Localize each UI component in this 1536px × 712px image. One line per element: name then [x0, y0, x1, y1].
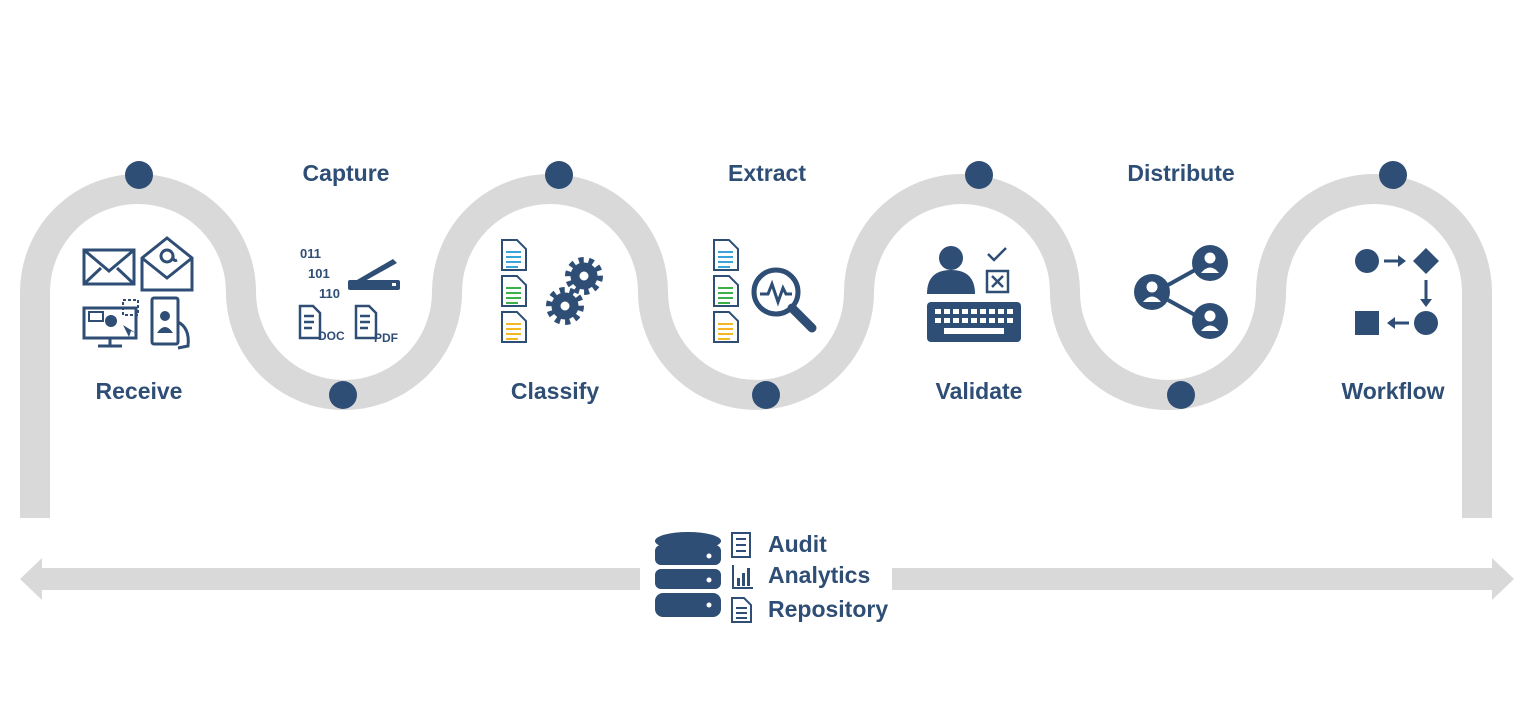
validate-icon — [927, 246, 1021, 342]
start-node-icon — [1355, 249, 1379, 273]
email-icon — [140, 236, 194, 292]
scanner-icon — [348, 259, 400, 290]
phone-user-icon — [150, 296, 190, 350]
classify-icon — [501, 239, 603, 343]
user-circle-icon — [1134, 274, 1170, 310]
distribute-icon — [1134, 245, 1228, 339]
repository-block: Audit Analytics Repository — [655, 531, 888, 623]
end-node-icon — [1414, 311, 1438, 335]
process-track — [20, 174, 1492, 518]
stage-label-validate: Validate — [936, 378, 1023, 404]
document-stack-icon — [501, 239, 527, 343]
checklist-icon — [731, 532, 751, 558]
repository-arrow — [20, 558, 1514, 600]
milestone-dot — [1167, 381, 1195, 409]
milestone-dot — [125, 161, 153, 189]
milestone-dot — [1379, 161, 1407, 189]
pdf-tag: PDF — [374, 331, 398, 345]
envelope-icon — [82, 248, 136, 286]
milestone-dot — [329, 381, 357, 409]
milestone-dot — [545, 161, 573, 189]
repository-label-repository: Repository — [768, 596, 888, 622]
doc-file-icon — [298, 304, 322, 340]
milestone-dots — [125, 161, 1407, 409]
receive-icon — [82, 236, 194, 350]
check-icon — [987, 247, 1007, 262]
user-icon — [927, 246, 975, 294]
stage-label-receive: Receive — [96, 378, 183, 404]
repository-label-audit: Audit — [768, 531, 827, 557]
milestone-dot — [752, 381, 780, 409]
milestone-dot — [965, 161, 993, 189]
stage-label-distribute: Distribute — [1127, 160, 1234, 186]
pdf-file-icon — [354, 304, 378, 340]
document-stack-icon — [713, 239, 739, 343]
monitor-user-icon — [82, 299, 139, 348]
user-circle-icon — [1192, 245, 1228, 281]
database-icon — [655, 532, 721, 617]
stage-label-workflow: Workflow — [1341, 378, 1444, 404]
decision-node-icon — [1413, 248, 1439, 274]
stage-label-capture: Capture — [303, 160, 390, 186]
document-icon — [731, 597, 752, 623]
user-circle-icon — [1192, 303, 1228, 339]
workflow-icon — [1355, 248, 1439, 335]
doc-tag: DOC — [318, 329, 345, 343]
stage-label-extract: Extract — [728, 160, 806, 186]
binary-line-1: 011 — [300, 246, 321, 261]
process-node-icon — [1355, 311, 1379, 335]
binary-line-3: 110 — [319, 286, 340, 301]
capture-icon: 011 101 110 DOC PDF — [298, 246, 400, 345]
stage-label-classify: Classify — [511, 378, 599, 404]
gears-icon — [546, 257, 603, 325]
magnifier-icon — [751, 267, 817, 333]
extract-icon — [713, 239, 817, 343]
keyboard-icon — [927, 302, 1021, 342]
binary-line-2: 101 — [308, 266, 330, 281]
bar-chart-icon — [732, 565, 753, 589]
repository-label-analytics: Analytics — [768, 562, 870, 588]
checkbox-x-icon — [985, 269, 1010, 294]
share-lines — [1167, 268, 1196, 317]
